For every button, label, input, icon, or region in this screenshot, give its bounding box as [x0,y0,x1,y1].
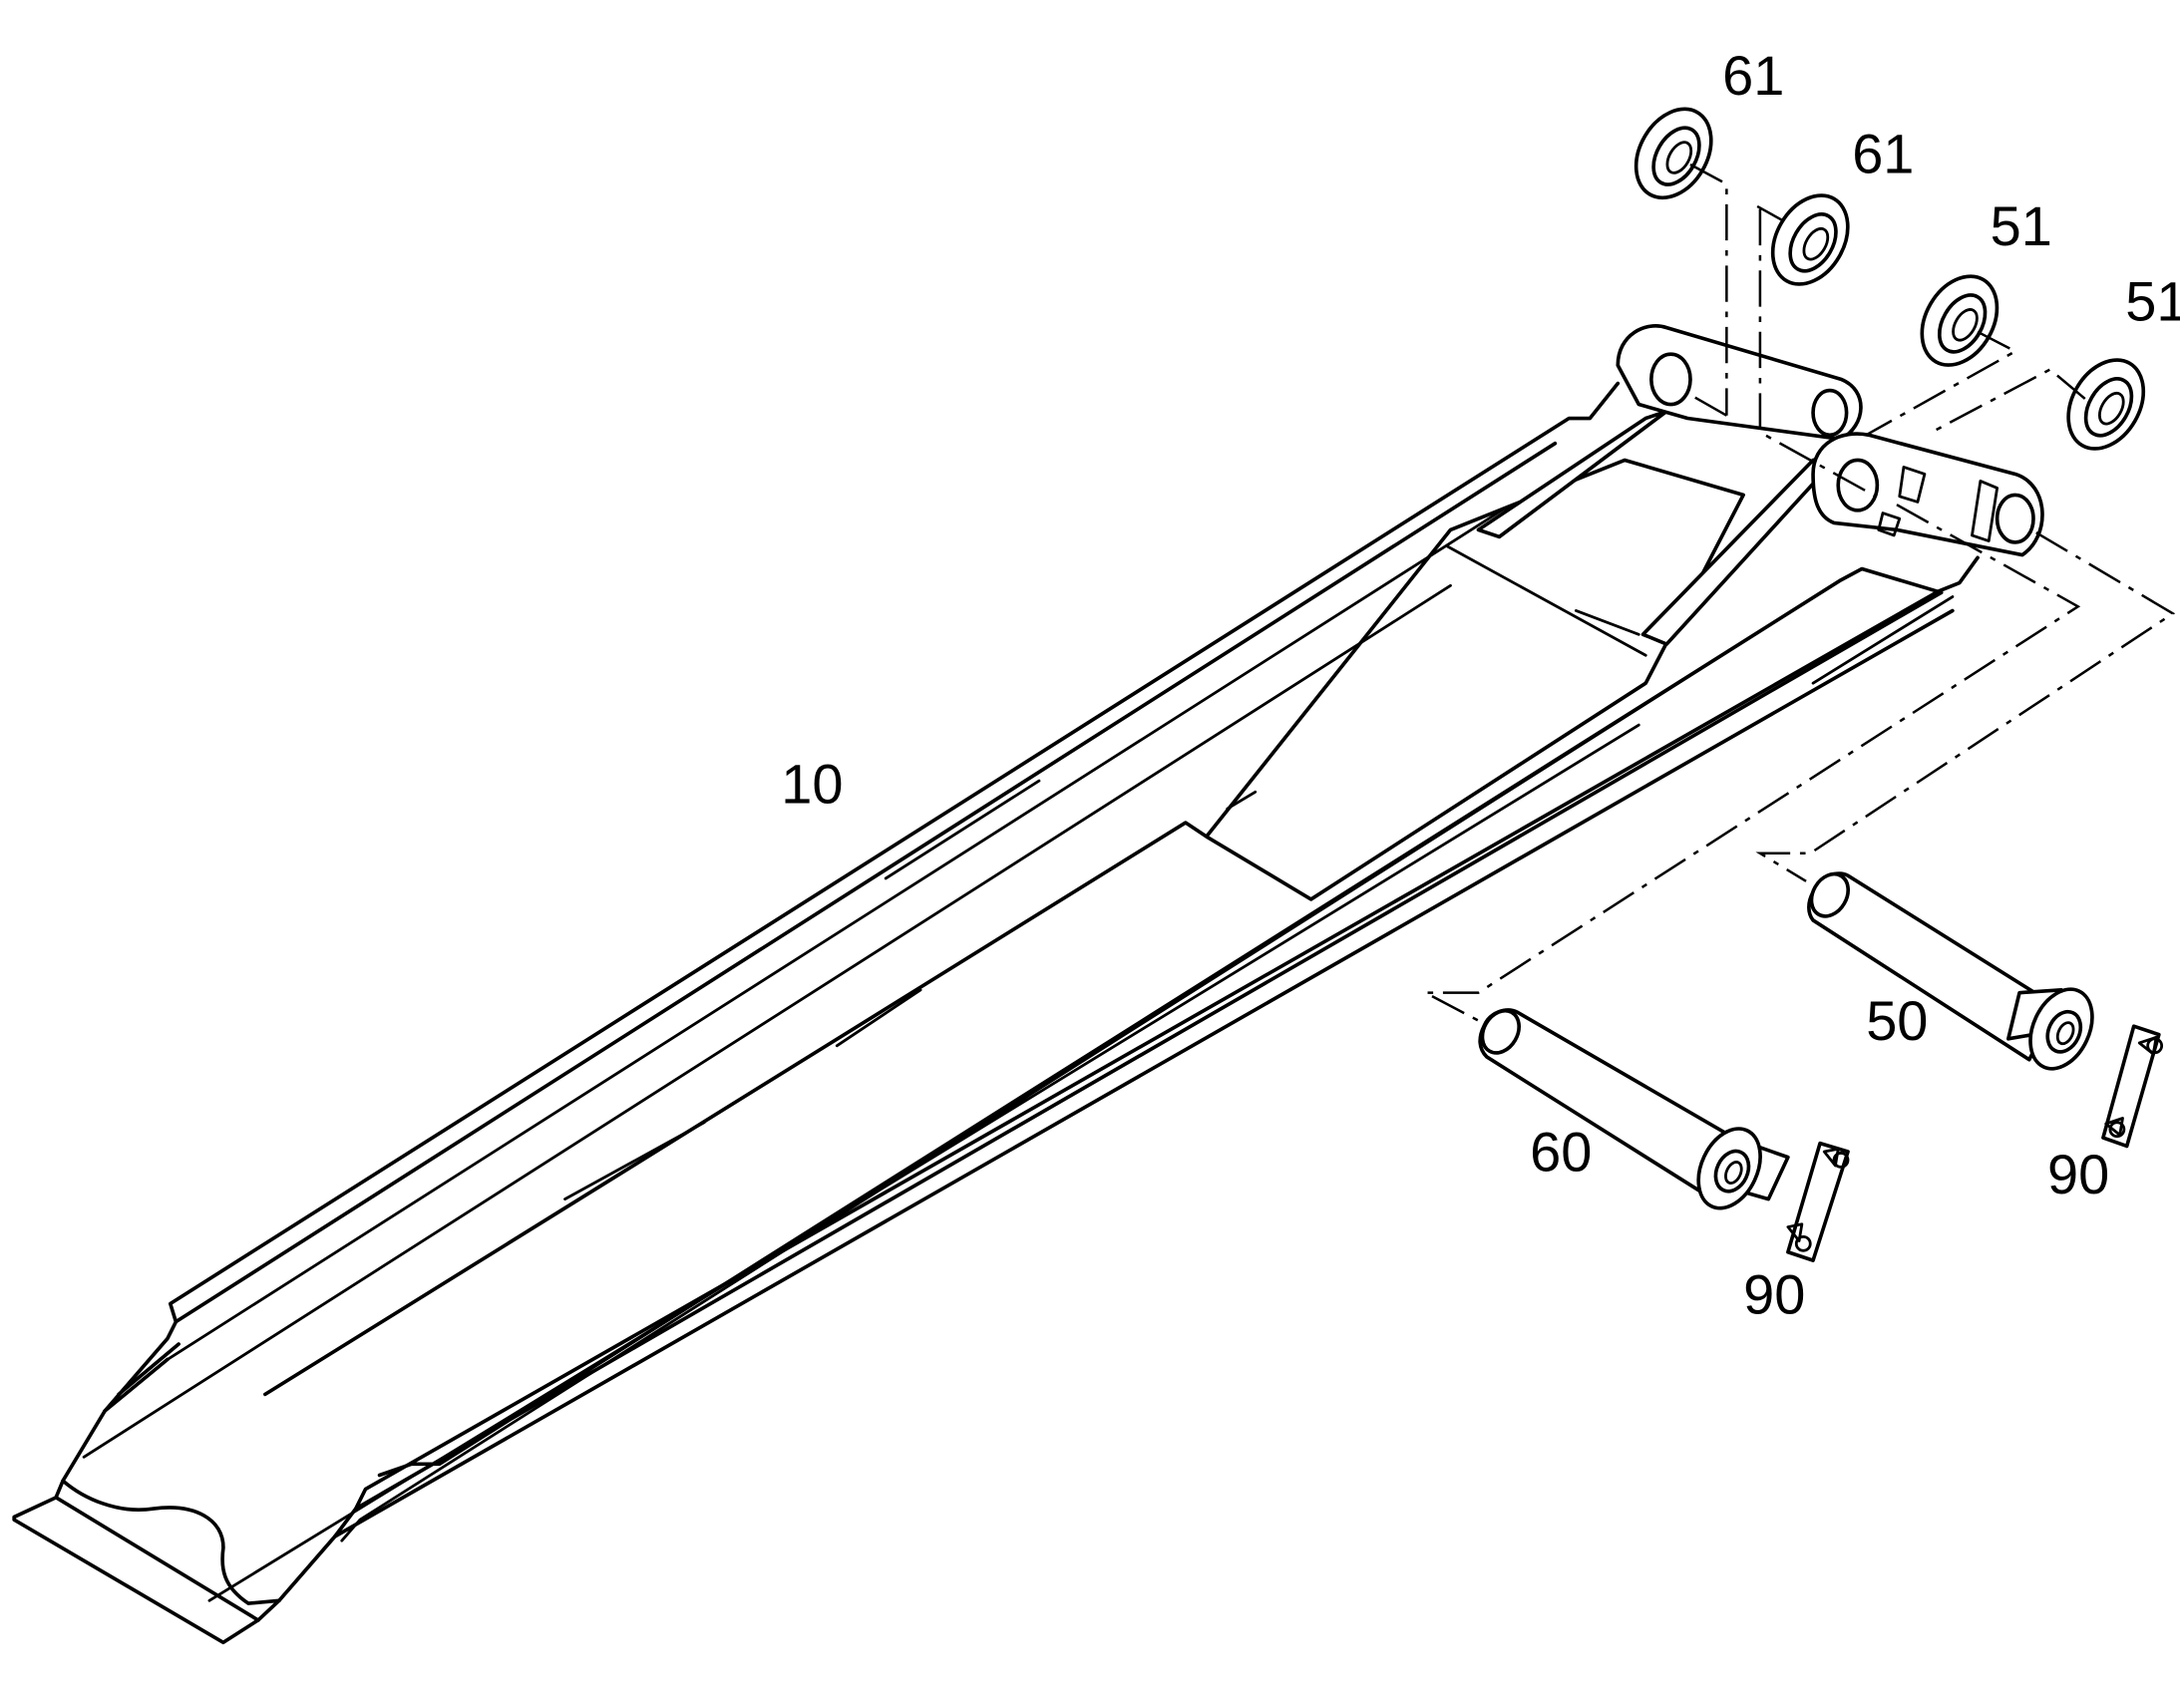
boom-surface-strokes [563,779,1258,1200]
washer-51-a [1920,274,1999,367]
clevis-bore-left [1649,352,1692,407]
clevis-bore-far [1995,493,2035,544]
callout-labels: 10 61 61 51 51 50 60 90 90 [781,44,2180,1325]
callout-boom: 10 [781,752,843,815]
base-flange [12,1496,260,1645]
callout-pin-50: 50 [1866,989,1928,1052]
boom-lower-inner [207,578,1843,1602]
centerline-51b [1931,368,2086,434]
centerline-51a [1865,330,2018,437]
boom-web-lines [1446,544,1955,685]
boom-rib-right [1640,451,1843,646]
pin-60 [1478,1008,1790,1210]
callout-pin-60: 60 [1530,1121,1592,1184]
centerline-61b [1756,204,1877,498]
boom-top-edge [103,441,1558,1413]
boom-arm [12,381,1980,1645]
centerline-61a [1686,163,1728,417]
lock-plate-90-lower [1786,1141,1850,1262]
pin-50 [1807,871,2094,1071]
washer-61-a [1634,107,1713,200]
lock-plate-90-right [2101,1024,2164,1149]
boom-web [263,458,1745,1397]
callout-lock-plate-lower: 90 [1743,1262,1805,1325]
callout-washer-51-a: 51 [1991,194,2052,257]
clevis-bore-mid [1811,388,1849,438]
centerline-pin-60 [1424,504,2081,1022]
boom-clevis [1616,324,2044,557]
assembly-center-lines [1424,163,2176,1022]
centerline-pin-50 [1755,531,2176,882]
boom-foot-curve [61,1479,281,1605]
callout-washer-51-b: 51 [2125,270,2180,333]
callout-lock-plate-right: 90 [2047,1143,2109,1205]
callout-washer-61-a: 61 [1722,44,1784,107]
washer-51-b [2066,358,2146,451]
boom-lower-edge [332,566,1955,1538]
callout-washer-61-b: 61 [1852,122,1914,184]
boom-top-edge-inner [82,506,1508,1459]
washer-61-b [1770,193,1850,286]
clevis-bolt-tabs [1877,466,1999,542]
boom-outline [54,381,1980,1622]
